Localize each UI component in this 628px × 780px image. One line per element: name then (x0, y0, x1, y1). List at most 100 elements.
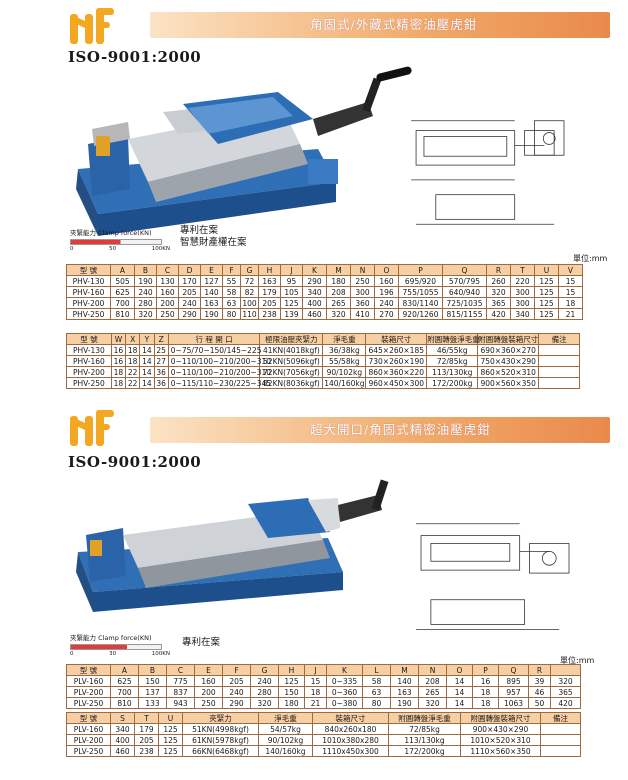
table-cell: 16 (110, 355, 127, 367)
table-header-cell: N (418, 664, 447, 676)
table-cell: 36 (153, 366, 169, 378)
table-cell: 160 (194, 675, 223, 687)
table-cell: 200 (156, 297, 179, 309)
table-cell: 240 (134, 286, 157, 298)
table-cell: 300 (350, 286, 375, 298)
model-cell: PLV-200 (66, 686, 111, 698)
table-cell: 72/85kg (426, 355, 479, 367)
table-header-cell: Z (153, 333, 169, 345)
table-header-cell: A (110, 664, 139, 676)
section-title-bar: 超大開口/角固式精密油壓虎鉗 (150, 417, 610, 443)
table-cell: 320 (486, 286, 511, 298)
table-cell: 110 (240, 308, 259, 320)
table-cell: 160 (156, 286, 179, 298)
clamp-force-scale: 夾緊能力 Clamp force(KN) 0 30 100KN (70, 632, 170, 657)
table-cell: 943 (166, 697, 195, 709)
table-cell: 36/38kg (322, 344, 367, 356)
table-cell: 14 (446, 675, 473, 687)
table-header-cell: 附圓轉盤淨毛重 (388, 712, 461, 724)
model-cell: PLV-200 (66, 734, 111, 746)
clamp-force-label: 夾緊能力 Clamp force(KN) (70, 634, 152, 642)
force-tick: 0 (70, 651, 74, 657)
table-cell: 18 (110, 377, 127, 389)
table-cell: 810 (110, 308, 135, 320)
table-cell: 830/1140 (398, 297, 443, 309)
table-cell: 125 (278, 675, 305, 687)
table-cell: 400 (110, 734, 135, 746)
table-cell: 190 (134, 275, 157, 287)
patent-note: 專利在案 (182, 637, 220, 649)
table-header-cell: T (134, 712, 159, 724)
table-cell: 360 (350, 297, 375, 309)
table-cell: 0~360 (326, 686, 363, 698)
table-cell: 265 (418, 686, 447, 698)
table-cell (538, 355, 580, 367)
table-cell: 36 (153, 377, 169, 389)
technical-drawing (405, 100, 580, 245)
ip-note-line: 智慧財產權在案 (180, 237, 247, 248)
table-header-cell: 備注 (540, 712, 581, 724)
model-cell: PHV-160 (66, 355, 112, 367)
table-cell: 250 (156, 308, 179, 320)
table-cell: 320 (134, 308, 157, 320)
table-cell: 41KN(4018kgf) (259, 344, 324, 356)
table-cell: 72 (240, 275, 259, 287)
table-cell: 172/200kg (426, 377, 479, 389)
model-cell: PLV-160 (66, 723, 111, 735)
table-header-cell: E (194, 664, 223, 676)
table-header-cell: R (486, 264, 511, 276)
table-cell: 205 (134, 734, 159, 746)
table-cell: 21 (304, 697, 327, 709)
table-cell: 14 (139, 366, 155, 378)
table-cell: 240 (178, 297, 201, 309)
table-cell: 240 (222, 686, 251, 698)
table-header-cell: K (302, 264, 327, 276)
table-header-cell: P (398, 264, 443, 276)
table-header-cell: Q (442, 264, 487, 276)
table-cell: 270 (374, 308, 399, 320)
table-header-cell: M (390, 664, 419, 676)
table-cell: 72/85kg (388, 723, 461, 735)
table-cell: 163 (258, 275, 281, 287)
table-header-cell: G (250, 664, 279, 676)
table-cell: 170 (178, 275, 201, 287)
table-header-cell: U (158, 712, 183, 724)
table-header-cell: Q (498, 664, 529, 676)
table-cell: 52KN(5096kgf) (259, 355, 324, 367)
table-header-cell: W (110, 333, 127, 345)
table-cell: 125 (534, 275, 559, 287)
table-cell: 900×430×290 (460, 723, 541, 735)
table-cell: 645×260×185 (365, 344, 428, 356)
table-cell: 140 (390, 675, 419, 687)
table-cell: 730×260×190 (365, 355, 428, 367)
table-cell: 0~335 (326, 675, 363, 687)
table-cell: 0~110/100~210/200~310 (167, 355, 271, 367)
table-header-cell: T (510, 264, 535, 276)
clamp-force-bar (70, 239, 162, 245)
table-cell: 21 (558, 308, 583, 320)
table-cell: 125 (280, 297, 303, 309)
table-header-cell: 淨毛重 (322, 333, 367, 345)
table-header-cell: U (534, 264, 559, 276)
table-cell (538, 366, 580, 378)
table-cell: 505 (110, 275, 135, 287)
table-cell: 837 (166, 686, 195, 698)
table-cell: 90/102kg (322, 366, 367, 378)
table-cell: 172/200kg (388, 745, 461, 757)
table-cell: 320 (418, 697, 447, 709)
table-cell: 300 (510, 297, 535, 309)
table-cell: 340 (510, 308, 535, 320)
model-cell: PHV-250 (66, 308, 111, 320)
table-cell: 18 (472, 686, 499, 698)
table-cell: 410 (350, 308, 375, 320)
table-cell: 755/1055 (398, 286, 443, 298)
